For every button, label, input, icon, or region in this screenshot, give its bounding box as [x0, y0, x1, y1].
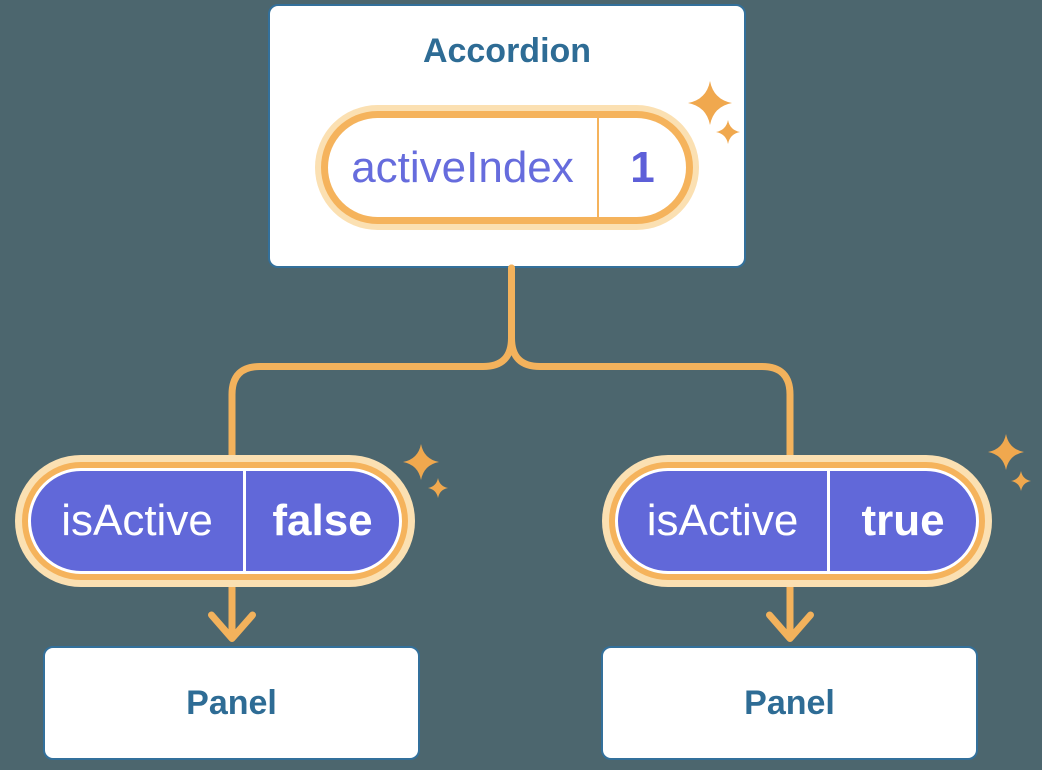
state-pill-glow: activeIndex 1: [315, 105, 699, 230]
panel-title: Panel: [186, 683, 277, 722]
panel-component-card-right: Panel: [601, 646, 978, 760]
sparkle-icon: [403, 444, 439, 480]
prop-value: false: [272, 496, 373, 545]
sparkle-icon: [988, 434, 1024, 470]
prop-pill-isactive-false: isActive false: [15, 455, 415, 587]
prop-pill-body: isActive true: [615, 468, 979, 574]
panel-title: Panel: [744, 683, 835, 722]
accordion-title: Accordion: [422, 32, 592, 70]
left-prop-sparkles: [403, 444, 448, 498]
prop-name-label: isActive: [61, 496, 213, 545]
arrow-down-icon: [766, 611, 814, 642]
prop-pill-ring: isActive false: [22, 462, 408, 580]
panel-component-card-left: Panel: [43, 646, 420, 760]
prop-pill-divider: [243, 471, 246, 571]
state-pill: activeIndex 1: [321, 111, 693, 224]
prop-pill-isactive-true: isActive true: [602, 455, 992, 587]
arrow-down-icon: [208, 611, 256, 642]
prop-pill-body: isActive false: [28, 468, 402, 574]
state-value: 1: [630, 142, 655, 192]
accordion-component-card: Accordion activeIndex 1: [268, 4, 746, 268]
right-prop-sparkles: [988, 434, 1031, 491]
sparkle-icon: [428, 478, 448, 498]
sparkle-icon: [1011, 471, 1031, 491]
prop-pill-divider: [827, 471, 830, 571]
prop-pill-ring: isActive true: [609, 462, 985, 580]
prop-name-label: isActive: [646, 496, 799, 545]
state-name-label: activeIndex: [351, 142, 574, 192]
state-pill-divider: [597, 118, 599, 217]
prop-value: true: [861, 496, 945, 545]
state-pill-body: activeIndex 1: [328, 118, 686, 217]
